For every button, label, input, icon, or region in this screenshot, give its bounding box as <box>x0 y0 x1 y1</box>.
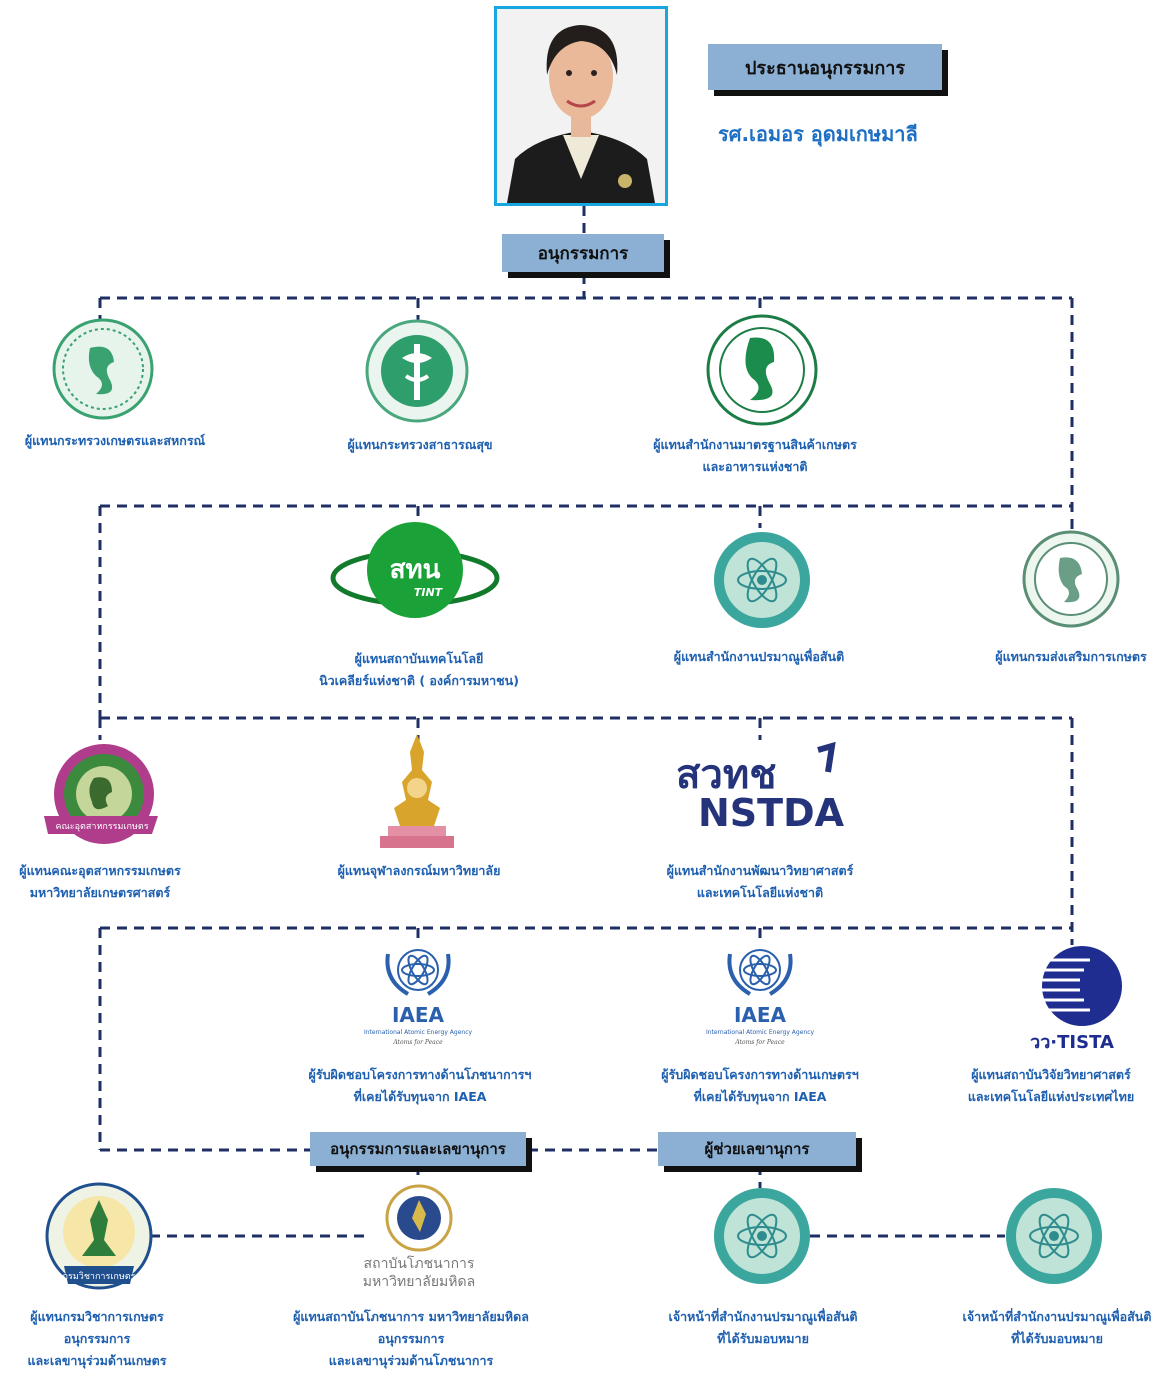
oap-seal-icon-3 <box>1004 1186 1104 1290</box>
member-label-line: มหาวิทยาลัยเกษตรศาสตร์ <box>29 885 171 900</box>
chula-crest-icon <box>374 730 460 858</box>
member-label-line: ผู้รับผิดชอบโครงการทางด้านโภชนาการฯ <box>308 1067 532 1082</box>
member-label-line: ผู้แทนกระทรวงสาธารณสุข <box>347 437 493 452</box>
member-label-line: ผู้แทนคณะอุตสาหกรรมเกษตร <box>19 863 181 878</box>
chair-title: ประธานอนุกรรมการ <box>744 57 906 79</box>
mahidol-text-2: มหาวิทยาลัยมหิดล <box>363 1274 475 1290</box>
tint-text: สทน <box>390 555 441 585</box>
member-label-line: ที่ได้รับมอบหมาย <box>1011 1331 1103 1346</box>
member-label-line: และเทคโนโลยีแห่งชาติ <box>696 885 824 900</box>
member-label-line: ผู้แทนกระทรวงเกษตรและสหกรณ์ <box>24 433 206 448</box>
moph-seal-icon <box>362 318 472 428</box>
member-label-mahidol: ผู้แทนสถาบันโภชนาการ มหาวิทยาลัยมหิดล อน… <box>276 1306 546 1372</box>
tint-en-text: TINT <box>414 586 444 599</box>
mahidol-logo-icon: สถาบันโภชนาการ มหาวิทยาลัยมหิดล <box>334 1182 504 1298</box>
member-label-iaea-agri: ผู้รับผิดชอบโครงการทางด้านเกษตรฯ ที่เคยไ… <box>625 1064 895 1108</box>
member-label-oap-staff-2: เจ้าหน้าที่สำนักงานปรมาณูเพื่อสันติ ที่ไ… <box>922 1306 1171 1350</box>
member-label-line: ผู้แทนสถาบันโภชนาการ มหาวิทยาลัยมหิดล <box>293 1309 529 1324</box>
member-label-chula: ผู้แทนจุฬาลงกรณ์มหาวิทยาลัย <box>284 860 554 882</box>
tint-logo-icon: สทน TINT <box>330 516 500 628</box>
ku-agro-seal-icon: คณะอุตสาหกรรมเกษตร <box>42 742 160 850</box>
member-label-line: ผู้แทนกรมวิชาการเกษตร <box>30 1309 164 1324</box>
member-label-iaea-nutrition: ผู้รับผิดชอบโครงการทางด้านโภชนาการฯ ที่เ… <box>285 1064 555 1108</box>
member-label-line: และเลขานุร่วมด้านเกษตร <box>27 1353 167 1368</box>
iaea-sub-text-2: International Atomic Energy Agency <box>706 1029 815 1036</box>
member-label-line: และอาหารแห่งชาติ <box>702 459 808 474</box>
doa-ring-text: กรมวิชาการเกษตร <box>63 1271 136 1282</box>
member-label-line: ผู้แทนสถาบันวิจัยวิทยาศาสตร์ <box>971 1067 1131 1082</box>
mahidol-text-1: สถาบันโภชนาการ <box>364 1255 475 1272</box>
acfs-seal-icon <box>700 314 824 430</box>
member-label-line: ผู้แทนสถาบันเทคโนโลยี <box>354 651 484 666</box>
chair-title-tag: ประธานอนุกรรมการ <box>708 44 942 90</box>
member-label-line: ที่เคยได้รับทุนจาก IAEA <box>353 1089 487 1104</box>
iaea-sub-text-1: International Atomic Energy Agency <box>364 1029 473 1036</box>
member-label-nstda: ผู้แทนสำนักงานพัฒนาวิทยาศาสตร์ และเทคโนโ… <box>625 860 895 904</box>
secretary-tag: อนุกรรมการและเลขานุการ <box>310 1132 526 1166</box>
committee-tag: อนุกรรมการ <box>502 234 664 272</box>
tista-text: วว·TISTA <box>1030 1032 1114 1053</box>
iaea-text-2: IAEA <box>734 1003 787 1027</box>
member-label-line: และเทคโนโลยีแห่งประเทศไทย <box>967 1089 1135 1104</box>
member-label-moph: ผู้แทนกระทรวงสาธารณสุข <box>285 434 555 456</box>
doae-seal-icon <box>1022 530 1120 632</box>
oap-seal-icon <box>712 530 812 634</box>
member-label-oap-staff-1: เจ้าหน้าที่สำนักงานปรมาณูเพื่อสันติ ที่ไ… <box>628 1306 898 1350</box>
ku-agro-ring-text: คณะอุตสาหกรรมเกษตร <box>55 822 148 832</box>
member-label-doa: ผู้แทนกรมวิชาการเกษตร อนุกรรมการ และเลขา… <box>0 1306 232 1372</box>
nstda-th-text: สวทช <box>676 752 776 798</box>
moac-seal-icon <box>52 318 154 424</box>
member-label-line: ผู้แทนกรมส่งเสริมการเกษตร <box>995 649 1147 664</box>
member-label-moac: ผู้แทนกระทรวงเกษตรและสหกรณ์ <box>0 430 250 452</box>
chair-name: รศ.เอมอร อุดมเกษมาลี <box>718 122 918 146</box>
member-label-acfs: ผู้แทนสำนักงานมาตรฐานสินค้าเกษตร และอาหา… <box>620 434 890 478</box>
member-label-line: เจ้าหน้าที่สำนักงานปรมาณูเพื่อสันติ <box>668 1309 858 1324</box>
member-label-ku-agro: ผู้แทนคณะอุตสาหกรรมเกษตร มหาวิทยาลัยเกษต… <box>0 860 235 904</box>
doa-seal-icon: กรมวิชาการเกษตร <box>44 1180 154 1304</box>
member-label-line: ผู้แทนสำนักงานพัฒนาวิทยาศาสตร์ <box>666 863 854 878</box>
member-label-doae: ผู้แทนกรมส่งเสริมการเกษตร <box>936 646 1171 668</box>
iaea-logo-icon-1: IAEA International Atomic Energy Agency … <box>350 940 486 1054</box>
member-label-line: ผู้แทนจุฬาลงกรณ์มหาวิทยาลัย <box>337 863 501 878</box>
oap-seal-icon-2 <box>712 1186 812 1290</box>
iaea-logo-icon-2: IAEA International Atomic Energy Agency … <box>692 940 828 1054</box>
member-label-tint: ผู้แทนสถาบันเทคโนโลยี นิวเคลียร์แห่งชาติ… <box>284 648 554 692</box>
member-label-line: นิวเคลียร์แห่งชาติ ( องค์การมหาชน) <box>319 673 519 688</box>
tista-logo-icon: วว·TISTA <box>1010 944 1134 1060</box>
nstda-logo-icon: สวทช NSTDA <box>670 741 864 842</box>
member-label-line: อนุกรรมการ <box>63 1331 131 1346</box>
member-label-line: ผู้รับผิดชอบโครงการทางด้านเกษตรฯ <box>661 1067 859 1082</box>
member-label-line: และเลขานุร่วมด้านโภชนาการ <box>328 1353 494 1368</box>
member-label-line: เจ้าหน้าที่สำนักงานปรมาณูเพื่อสันติ <box>962 1309 1152 1324</box>
nstda-en-text: NSTDA <box>698 791 845 835</box>
member-label-line: ที่ได้รับมอบหมาย <box>717 1331 809 1346</box>
member-label-tista: ผู้แทนสถาบันวิจัยวิทยาศาสตร์ และเทคโนโลย… <box>933 1064 1169 1108</box>
iaea-text-1: IAEA <box>392 1003 445 1027</box>
secretary-label: อนุกรรมการและเลขานุการ <box>330 1140 506 1158</box>
iaea-motto-text-1: Atoms for Peace <box>392 1039 443 1046</box>
assistant-tag: ผู้ช่วยเลขานุการ <box>658 1132 856 1166</box>
committee-label: อนุกรรมการ <box>537 243 629 264</box>
assistant-label: ผู้ช่วยเลขานุการ <box>704 1140 810 1158</box>
member-label-line: ที่เคยได้รับทุนจาก IAEA <box>693 1089 827 1104</box>
member-label-oap: ผู้แทนสำนักงานปรมาณูเพื่อสันติ <box>624 646 894 668</box>
member-label-line: ผู้แทนสำนักงานมาตรฐานสินค้าเกษตร <box>653 437 857 452</box>
member-label-line: อนุกรรมการ <box>377 1331 445 1346</box>
member-label-line: ผู้แทนสำนักงานปรมาณูเพื่อสันติ <box>673 649 845 664</box>
chairperson-photo <box>494 6 668 206</box>
iaea-motto-text-2: Atoms for Peace <box>734 1039 785 1046</box>
